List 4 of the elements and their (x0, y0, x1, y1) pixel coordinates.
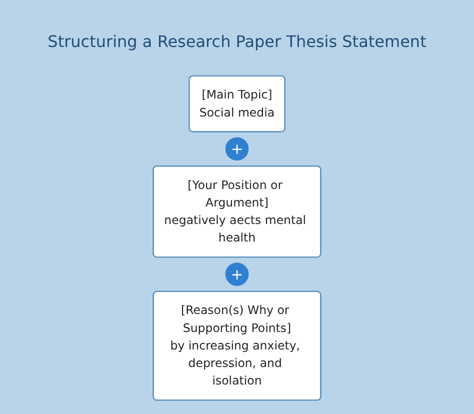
node-circle (225, 262, 249, 286)
diagram-title: Structuring a Research Paper Thesis Statement (46, 32, 428, 51)
node-circle (225, 137, 249, 161)
flowchart: [Main Topic] Social media + [Your Position or Argument] negatively aects mental health + [Reason(s) Why or Supporting Points] by increasing anxiety, depression, and isolation (0, 70, 474, 406)
